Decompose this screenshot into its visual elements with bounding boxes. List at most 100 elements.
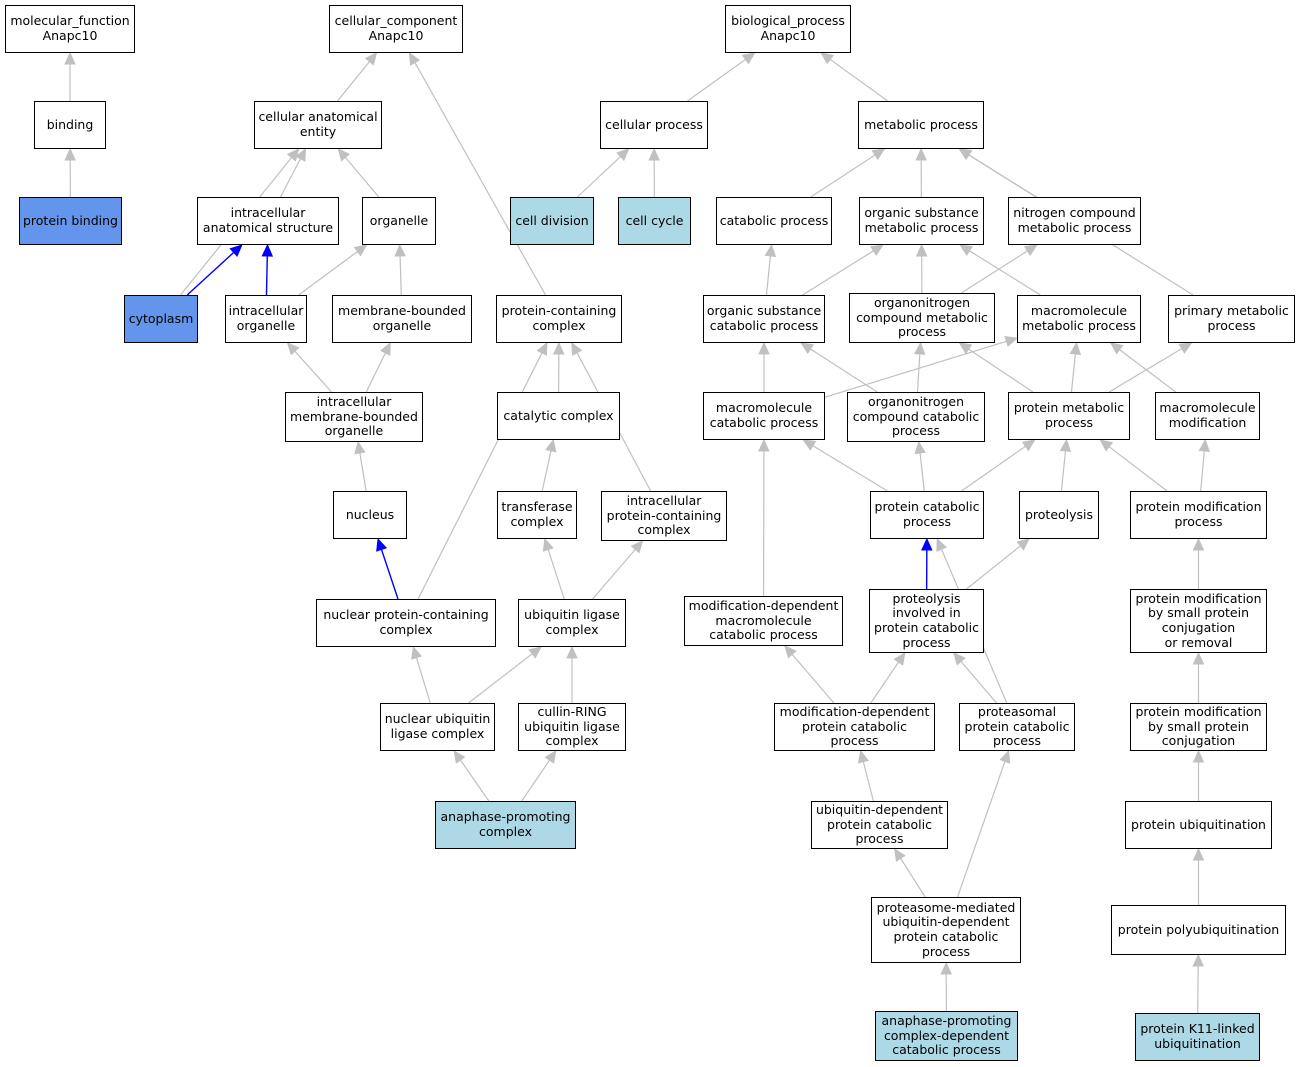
- node-ppubq[interactable]: protein polyubiquitination: [1111, 905, 1286, 955]
- arrowhead: [353, 244, 368, 257]
- node-pcc[interactable]: protein-containing complex: [496, 295, 622, 343]
- node-protein-binding[interactable]: protein binding: [19, 197, 122, 245]
- node-pcp[interactable]: protein catabolic process: [870, 491, 984, 539]
- node-metab[interactable]: metabolic process: [858, 101, 984, 149]
- node-cae[interactable]: cellular anatomical entity: [254, 101, 382, 149]
- edge-mdmcp-to-mcp: [758, 438, 770, 597]
- edge-pcc-to-cc: [408, 51, 547, 296]
- node-pmspcr[interactable]: protein modification by small protein co…: [1130, 589, 1267, 653]
- node-bp[interactable]: biological_process Anapc10: [725, 5, 851, 53]
- node-npcc[interactable]: nuclear protein-containing complex: [316, 599, 496, 647]
- node-cytoplasm[interactable]: cytoplasm: [124, 295, 198, 343]
- node-transcx[interactable]: transferase complex: [497, 491, 577, 539]
- node-mmp[interactable]: macromolecule metabolic process: [1017, 295, 1141, 343]
- node-proteolysis[interactable]: proteolysis: [1019, 491, 1099, 539]
- node-apcdcp[interactable]: anaphase-promoting complex-dependent cat…: [875, 1011, 1018, 1061]
- node-io[interactable]: intracellular organelle: [225, 295, 307, 343]
- edge-ias-to-cae: [279, 147, 307, 198]
- edge-pmodp-to-mmod: [1198, 438, 1211, 492]
- edge-osmp-to-metab: [915, 147, 927, 198]
- node-nucleus[interactable]: nucleus: [333, 491, 407, 539]
- edge-transcx-to-catcx: [541, 438, 557, 492]
- node-catab[interactable]: catabolic process: [716, 197, 832, 245]
- arrowhead: [542, 537, 554, 552]
- arrowhead: [379, 341, 391, 356]
- node-ias[interactable]: intracellular anatomical structure: [197, 197, 339, 245]
- node-pmspc[interactable]: protein modification by small protein co…: [1130, 703, 1267, 751]
- edge-pipcp-to-proteolysis: [966, 538, 1030, 590]
- edge-imbo-to-mbo: [365, 341, 391, 393]
- node-ppcp[interactable]: proteasomal protein catabolic process: [959, 703, 1075, 751]
- edge-nucleus-to-imbo: [354, 440, 367, 492]
- node-mcp[interactable]: macromolecule catabolic process: [703, 392, 825, 440]
- node-oncmp[interactable]: organonitrogen compound metabolic proces…: [849, 293, 995, 343]
- arrowhead: [553, 341, 565, 355]
- node-pk11[interactable]: protein K11-linked ubiquitination: [1135, 1013, 1260, 1061]
- node-imbo[interactable]: intracellular membrane-bounded organelle: [285, 392, 423, 442]
- arrowhead: [802, 439, 817, 451]
- arrowhead: [921, 537, 933, 551]
- arrowhead: [857, 749, 870, 764]
- node-oscp[interactable]: organic substance catabolic process: [703, 295, 825, 343]
- edge-mdpcp-to-mdmcp: [784, 645, 835, 704]
- arrowhead: [408, 51, 421, 66]
- node-apc[interactable]: anaphase-promoting complex: [435, 801, 576, 849]
- node-cc[interactable]: cellular_component Anapc10: [329, 5, 463, 53]
- node-crulc[interactable]: cullin-RING ubiquitin ligase complex: [518, 703, 626, 751]
- arrowhead: [354, 440, 366, 455]
- arrowhead: [545, 438, 557, 453]
- node-udpcp[interactable]: ubiquitin-dependent protein catabolic pr…: [811, 801, 948, 849]
- edge-ulc-to-transcx: [542, 537, 565, 600]
- node-ncmp[interactable]: nitrogen compound metabolic process: [1008, 197, 1141, 245]
- edge-cellproc-to-bp: [687, 52, 756, 102]
- node-mf[interactable]: molecular_function Anapc10: [5, 5, 135, 53]
- arrowhead: [648, 147, 660, 161]
- edge-onccp-to-oncmp: [913, 341, 926, 393]
- node-cellproc[interactable]: cellular process: [600, 101, 708, 149]
- node-pipcp[interactable]: proteolysis involved in protein cataboli…: [869, 589, 984, 653]
- node-pmudpcp[interactable]: proteasome-mediated ubiquitin-dependent …: [871, 897, 1021, 963]
- node-nulc[interactable]: nuclear ubiquitin ligase complex: [380, 703, 495, 751]
- edge-pmodp-to-protmp: [1099, 439, 1168, 492]
- edge-ulc-to-ipcc: [592, 540, 644, 600]
- arrowhead: [1192, 651, 1205, 665]
- node-protmp[interactable]: protein metabolic process: [1008, 392, 1130, 440]
- arrowhead: [1069, 341, 1082, 356]
- node-celldiv[interactable]: cell division: [510, 197, 594, 245]
- edge-imbo-to-io: [286, 342, 332, 393]
- node-ipcc[interactable]: intracellular protein-containing complex: [601, 491, 727, 541]
- edge-pcp-to-mcp: [802, 439, 888, 492]
- arrowhead: [1023, 244, 1038, 257]
- node-osmp[interactable]: organic substance metabolic process: [859, 197, 984, 245]
- node-mdmcp[interactable]: modification-dependent macromolecule cat…: [684, 596, 843, 646]
- edge-cytoplasm-to-ias: [186, 244, 243, 296]
- node-cellcycle[interactable]: cell cycle: [618, 197, 691, 245]
- arrowhead: [800, 342, 815, 355]
- node-pmodp[interactable]: protein modification process: [1130, 491, 1267, 539]
- node-binding[interactable]: binding: [34, 101, 106, 149]
- edge-mmod-to-mmp: [1109, 342, 1177, 393]
- arrowhead: [1192, 847, 1205, 861]
- arrowhead: [758, 438, 770, 452]
- edge-protmp-to-pmp: [1108, 342, 1193, 393]
- node-mmod[interactable]: macromolecule modification: [1155, 392, 1260, 440]
- arrowhead: [376, 537, 388, 552]
- arrowhead: [999, 749, 1011, 764]
- edge-binding-to-mf: [64, 51, 76, 101]
- node-mdpcp[interactable]: modification-dependent protein catabolic…: [774, 703, 935, 751]
- edge-mdpcp-to-pipcp: [870, 652, 906, 704]
- edge-layer: [64, 51, 1211, 1014]
- node-onccp[interactable]: organonitrogen compound catabolic proces…: [847, 392, 985, 442]
- edge-cellcycle-to-cellproc: [648, 147, 660, 198]
- node-ulc[interactable]: ubiquitin ligase complex: [518, 599, 626, 647]
- node-pubq[interactable]: protein ubiquitination: [1125, 801, 1272, 849]
- node-mbo[interactable]: membrane-bounded organelle: [332, 295, 472, 343]
- arrowhead: [261, 243, 274, 257]
- node-catcx[interactable]: catalytic complex: [497, 392, 620, 440]
- node-organelle[interactable]: organelle: [362, 197, 436, 245]
- arrowhead: [295, 147, 307, 162]
- node-pmp[interactable]: primary metabolic process: [1168, 295, 1295, 343]
- arrowhead: [286, 148, 300, 162]
- edge-udpcp-to-mdpcp: [857, 749, 874, 802]
- edge-pmspc-to-pmspcr: [1192, 651, 1205, 703]
